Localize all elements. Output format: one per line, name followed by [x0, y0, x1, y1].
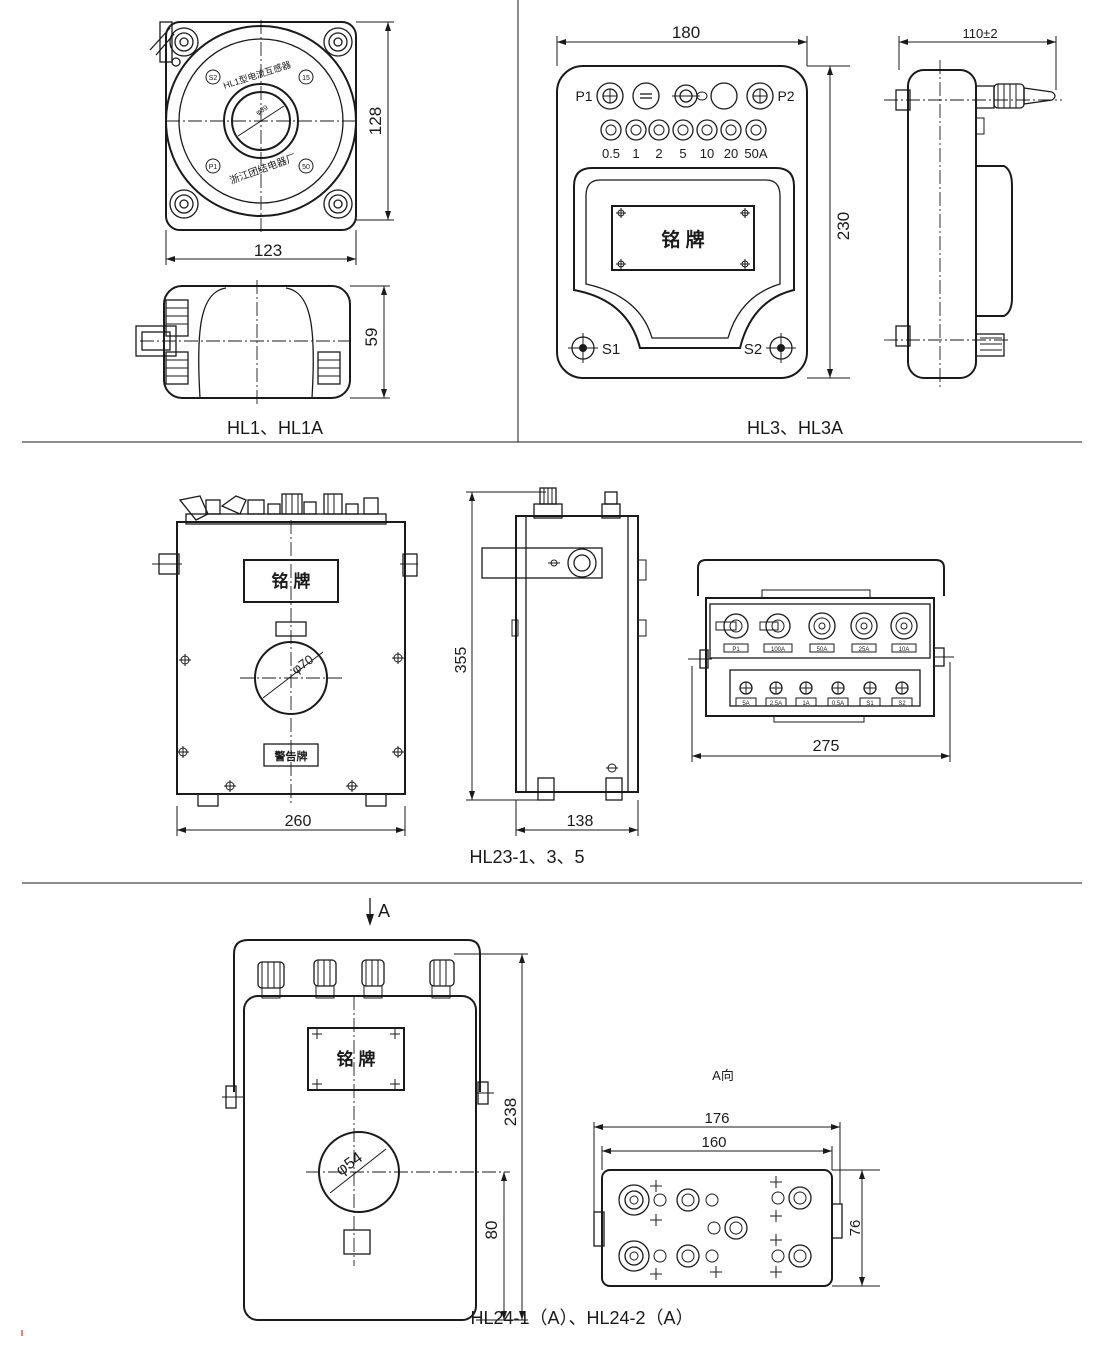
- hl23-top-p1: P1: [732, 647, 740, 653]
- hl23-side-dims: 355 138: [453, 491, 639, 836]
- hl3-s2-label: S2: [744, 341, 762, 358]
- panel-dividers: [21, 0, 1082, 1336]
- hl23-fixing-screws: [177, 652, 404, 792]
- hl3-s1-label: S1: [602, 341, 620, 358]
- hl1-corner-bolts: [169, 27, 353, 219]
- hl23-height-dim: 355: [453, 647, 470, 674]
- hl3-rating-1: 1: [632, 146, 639, 161]
- hl24-view-arrow: A: [366, 898, 390, 926]
- hl1-model-text: HL1型电流互感器: [222, 59, 292, 91]
- hl3-p2-label: P2: [777, 88, 794, 104]
- hl23-top-50a: 50A: [817, 647, 828, 653]
- hl23-bottom-5a: 5A: [742, 701, 749, 707]
- hl24-depth-dim: 76: [847, 1220, 864, 1237]
- hl1-s2-mark: S2: [209, 75, 218, 82]
- hl1-maker-text: 浙江团结电器厂: [228, 151, 298, 187]
- hl3-side-view: [884, 60, 1062, 388]
- hl1-front-view: HL1型电流互感器 浙江团结电器厂 S2 15 P1 50 φ39: [149, 20, 357, 232]
- hl24-front-view: 铭 牌 φ54: [222, 939, 510, 1321]
- hl1-height-dim: 128: [366, 107, 385, 135]
- hl24-view-label: A向: [712, 1068, 734, 1083]
- hl1-bore-label: φ39: [255, 105, 269, 117]
- hl24-nameplate: 铭 牌: [337, 1049, 376, 1069]
- hl23-front-dims: 260: [176, 806, 406, 836]
- hl24-view-arrow-label: A: [378, 901, 390, 921]
- hl3-rating-3: 5: [679, 146, 686, 161]
- hl24-inner-dim: 160: [701, 1134, 726, 1151]
- hl23-width-dim: 260: [285, 813, 312, 830]
- hl3-rating-2: 2: [655, 146, 662, 161]
- hl1-dimensions: 123 128: [165, 21, 394, 265]
- hl1-15-mark: 15: [302, 75, 310, 82]
- hl1-width-dim: 123: [254, 241, 282, 260]
- hl1-50-mark: 50: [302, 164, 310, 171]
- hl23-top-25a: 25A: [859, 647, 870, 653]
- hl3-depth-dimension: 110±2: [898, 26, 1057, 90]
- hl23-top-width-dim: 275: [813, 738, 840, 755]
- hl24-top-terminals: [257, 959, 455, 999]
- hl3-depth-dim: 110±2: [962, 26, 997, 41]
- hl1-p1-mark: P1: [209, 164, 218, 171]
- hl23-bore-label: φ70: [289, 652, 316, 677]
- hl23-front-view: 铭 牌 φ70 警告牌: [152, 493, 418, 807]
- hl1-side-view: [135, 280, 351, 404]
- hl23-bottom-s1: S1: [866, 701, 874, 707]
- hl24-outer-dim: 176: [704, 1110, 729, 1127]
- hl3-secondary-taps: [600, 119, 767, 141]
- hl24-a-terminals: [618, 1184, 812, 1272]
- hl3-nameplate: 铭 牌: [661, 228, 704, 251]
- hl3-primary-terminals: [596, 82, 774, 110]
- hl23-top-10a: 10A: [899, 647, 910, 653]
- hl3-height-dim: 230: [834, 212, 853, 240]
- hl3-front-view: 铭 牌 P1 P2 0.5 1 2 5 10 20 50A: [556, 65, 808, 379]
- hl24-front-dims: 238 80: [454, 953, 528, 1321]
- hl1-caption: HL1、HL1A: [227, 418, 323, 438]
- hl23-top-terminals: [178, 493, 379, 521]
- hl3-width-dim: 180: [672, 23, 700, 42]
- hl24-height-dim: 238: [501, 1098, 520, 1126]
- hl23-side-view: [481, 487, 647, 801]
- hl23-top-labels-row1: [723, 643, 917, 653]
- hl24-a-crosshairs: [650, 1176, 782, 1280]
- hl23-top-labels-row2-boxes: [735, 697, 913, 707]
- hl23-bottom-2-5a: 2.5A: [770, 701, 782, 707]
- hl24-a-dims: 176 160 76: [593, 1110, 880, 1287]
- hl23-warning-plate: 警告牌: [274, 749, 308, 763]
- hl3-rating-6: 50A: [744, 146, 767, 161]
- hl24-bore-height-dim: 80: [482, 1221, 501, 1240]
- hl23-depth-dim: 138: [567, 813, 594, 830]
- hl23-top-dims: 275: [691, 662, 951, 762]
- hl23-top-100a: 100A: [771, 647, 785, 653]
- hl23-caption: HL23-1、3、5: [469, 847, 584, 867]
- hl24-caption: HL24-1（A）、HL24-2（A）: [470, 1308, 693, 1328]
- hl24-a-view: [593, 1169, 843, 1287]
- hl23-top-terminals-row1: [715, 612, 918, 640]
- hl23-bottom-0-5a: 0.5A: [832, 701, 844, 707]
- hl23-bottom-s2: S2: [898, 701, 906, 707]
- hl23-bottom-1a: 1A: [802, 701, 809, 707]
- hl3-rating-4: 10: [700, 146, 714, 161]
- hl3-p1-label: P1: [575, 88, 592, 104]
- hl1-depth-dimension: 59: [350, 285, 390, 399]
- hl3-caption: HL3、HL3A: [747, 418, 843, 438]
- hl3-rating-0: 0.5: [602, 146, 620, 161]
- hl3-dimensions: 180 230: [556, 23, 853, 379]
- hl1-depth-dim: 59: [362, 328, 381, 347]
- hl23-top-view: P1 100A 50A 25A 10A 5A 2.5A 1A 0.5A S1 S…: [688, 559, 954, 723]
- hl24-bore-label: φ54: [333, 1149, 366, 1179]
- hl3-rating-5: 20: [724, 146, 738, 161]
- hl23-top-terminals-row2: [739, 681, 909, 695]
